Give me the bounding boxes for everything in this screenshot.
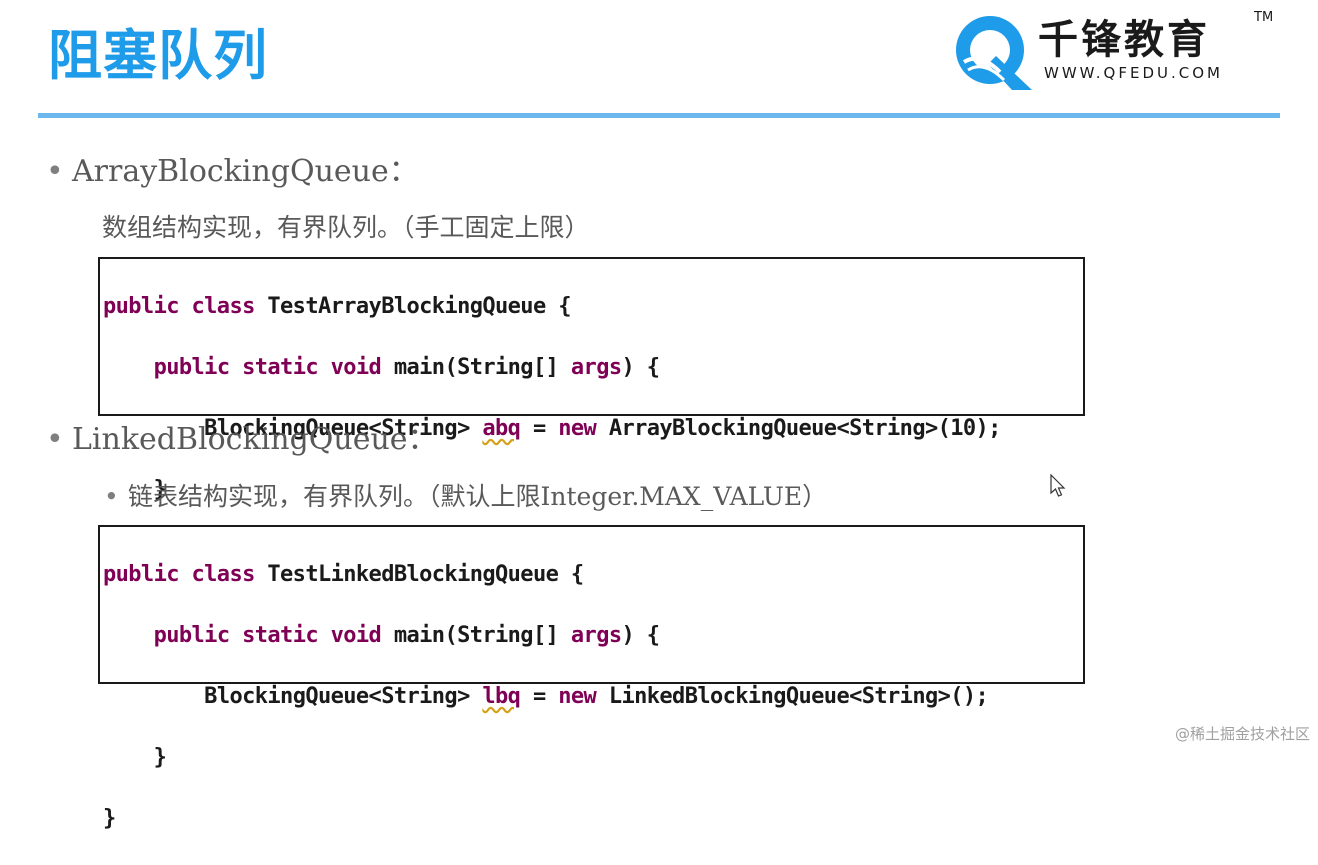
unused-variable-warning: abq xyxy=(482,415,521,441)
unused-variable-warning: lbq xyxy=(482,683,521,709)
description-text: 链表结构实现，有界队列。（默认上限Integer.MAX_VALUE） xyxy=(128,482,828,511)
qf-logo-icon xyxy=(956,16,1032,90)
brand-url: WWW.QFEDU.COM xyxy=(1044,64,1223,82)
code-block-array: public class TestArrayBlockingQueue { pu… xyxy=(98,257,1085,563)
bullet-dot: • xyxy=(46,154,64,189)
section-description-linked: • 链表结构实现，有界队列。（默认上限Integer.MAX_VALUE） xyxy=(104,481,827,513)
title-divider xyxy=(38,113,1280,118)
section-heading-array: •ArrayBlockingQueue： xyxy=(46,154,419,190)
code-line: public static void main(String[] args) { xyxy=(153,354,660,380)
code-line: } xyxy=(103,476,167,502)
watermark: @稀土掘金技术社区 xyxy=(1174,725,1310,743)
code-block-linked: public class TestLinkedBlockingQueue { p… xyxy=(98,525,1085,831)
trademark-mark: TM xyxy=(1254,10,1274,25)
mouse-pointer-icon xyxy=(1050,474,1066,497)
code-line: public class TestArrayBlockingQueue { xyxy=(103,293,571,319)
heading-text: ArrayBlockingQueue： xyxy=(72,154,419,189)
page-title: 阻塞队列 xyxy=(48,24,268,87)
code-line: public class TestLinkedBlockingQueue { xyxy=(103,561,584,587)
bullet-dot: • xyxy=(104,482,119,511)
code-line: BlockingQueue<String> lbq = new LinkedBl… xyxy=(204,683,989,709)
heading-text: LinkedBlockingQueue： xyxy=(72,422,438,457)
code-line: } xyxy=(103,805,116,831)
section-heading-linked: •LinkedBlockingQueue： xyxy=(46,422,438,458)
code-line: BlockingQueue<String> abq = new ArrayBlo… xyxy=(204,415,1001,441)
brand-name: 千锋教育 xyxy=(1038,17,1210,63)
brand-logo: 千锋教育 WWW.QFEDU.COM TM xyxy=(950,8,1280,93)
code-line: public static void main(String[] args) { xyxy=(153,622,660,648)
bullet-dot: • xyxy=(46,422,64,457)
code-line: } xyxy=(103,744,167,770)
section-description-array: 数组结构实现，有界队列。（手工固定上限） xyxy=(102,213,590,242)
